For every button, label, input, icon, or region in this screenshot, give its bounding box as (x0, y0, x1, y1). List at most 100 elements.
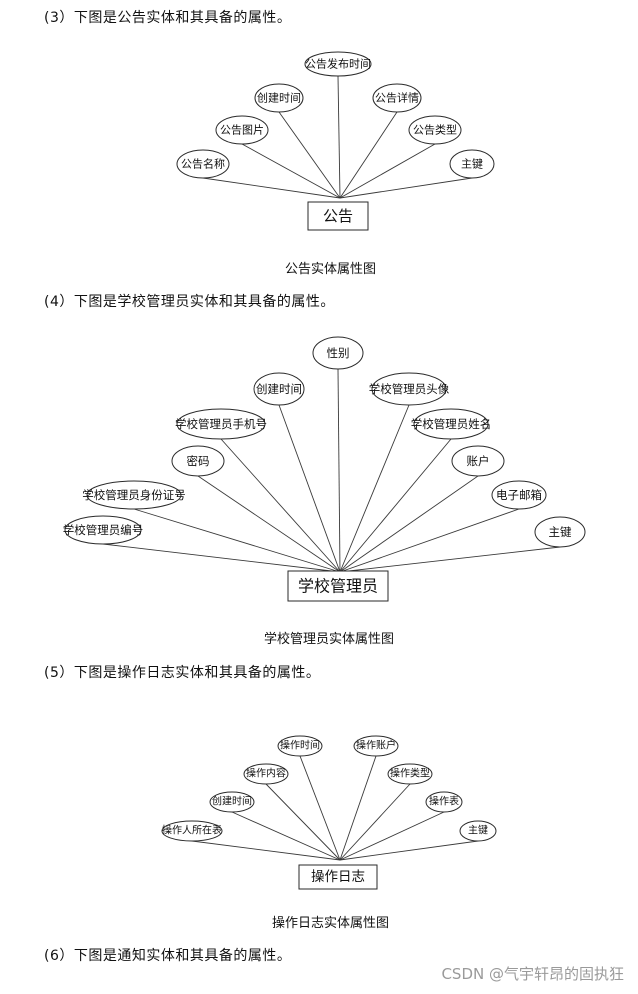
attribute-node: 学校管理员头像 (369, 372, 450, 406)
attribute-ellipse (449, 149, 495, 179)
attribute-ellipse (387, 763, 433, 785)
attribute-node: 账户 (451, 445, 505, 477)
attribute-connector (337, 368, 341, 573)
attribute-connector (339, 111, 398, 199)
attribute-connector (339, 475, 479, 573)
section-heading-5: (5）下图是操作日志实体和其具备的属性。 (44, 665, 321, 681)
attribute-label: 操作表 (429, 795, 459, 808)
attribute-label: 电子邮箱 (496, 488, 542, 502)
entity-label: 公告 (323, 207, 353, 225)
attribute-label: 公告类型 (413, 123, 457, 137)
attribute-ellipse (243, 763, 289, 785)
section-heading-4: (4）下图是学校管理员实体和其具备的属性。 (44, 294, 335, 310)
attribute-label: 操作内容 (246, 767, 286, 780)
attribute-node: 操作类型 (387, 763, 433, 785)
attribute-label: 操作类型 (390, 767, 430, 780)
attribute-ellipse (451, 445, 505, 477)
attribute-connector (339, 840, 479, 861)
entity-box (298, 864, 378, 890)
attribute-ellipse (304, 51, 372, 77)
attribute-label: 主键 (468, 824, 488, 837)
attribute-ellipse (176, 408, 266, 440)
attribute-connector (241, 143, 341, 199)
attribute-node: 电子邮箱 (491, 480, 547, 510)
attribute-connector (339, 811, 445, 861)
entity-box (307, 201, 369, 231)
attribute-node: 操作表 (425, 791, 463, 813)
attribute-connector (202, 177, 341, 199)
attribute-ellipse (277, 735, 323, 757)
diagram-caption-announcement: 公告实体属性图 (285, 262, 377, 277)
attribute-connector (339, 508, 520, 573)
attribute-connector (220, 438, 341, 573)
attribute-label: 密码 (187, 454, 210, 468)
attribute-connector (265, 783, 341, 861)
attribute-ellipse (491, 480, 547, 510)
attribute-node: 创建时间 (209, 791, 255, 813)
attribute-node: 公告类型 (408, 115, 462, 145)
attribute-ellipse (408, 115, 462, 145)
attribute-label: 学校管理员身份证号 (82, 488, 186, 502)
attribute-ellipse (371, 372, 447, 406)
attribute-ellipse (312, 336, 364, 370)
attribute-connector (191, 840, 341, 861)
attribute-ellipse (209, 791, 255, 813)
attribute-connector (339, 755, 377, 861)
attribute-connector (339, 143, 436, 199)
attribute-label: 学校管理员头像 (369, 382, 450, 396)
entity-box (287, 570, 389, 602)
attribute-label: 公告详情 (375, 91, 419, 105)
attribute-connector (337, 75, 341, 199)
attribute-node: 性别 (312, 336, 364, 370)
attribute-label: 主键 (549, 525, 572, 539)
attribute-label: 操作时间 (280, 739, 320, 752)
attribute-node: 学校管理员编号 (63, 515, 144, 545)
entity-label: 学校管理员 (298, 577, 378, 596)
attribute-label: 公告名称 (181, 157, 225, 171)
attribute-ellipse (161, 820, 223, 842)
attribute-node: 公告名称 (176, 149, 230, 179)
attribute-label: 创建时间 (256, 382, 302, 396)
attribute-node: 公告发布时间 (304, 51, 372, 77)
entity-label: 操作日志 (311, 869, 365, 885)
attribute-ellipse (171, 445, 225, 477)
attribute-connector (339, 438, 452, 573)
attribute-node: 学校管理员姓名 (411, 408, 492, 440)
attribute-label: 操作人所在表 (162, 824, 222, 837)
attribute-label: 操作账户 (356, 739, 396, 752)
attribute-node: 主键 (534, 516, 586, 548)
attribute-connector (339, 177, 473, 199)
er-diagram-school-admin: 学校管理员编号 学校管理员身份证号 密码 学校管理员手机号 创建时间性别学校管理员头像学… (63, 336, 586, 602)
attribute-connector (339, 404, 410, 573)
attribute-node: 主键 (449, 149, 495, 179)
attribute-connector (299, 755, 341, 861)
attribute-label: 主键 (461, 157, 483, 171)
csdn-watermark: CSDN @气宇轩昂的固执狂 (441, 965, 624, 983)
attribute-node: 主键 (459, 820, 497, 842)
attribute-connector (339, 546, 561, 573)
attribute-node: 创建时间 (253, 372, 305, 406)
diagram-caption-operation-log: 操作日志实体属性图 (272, 916, 390, 931)
attribute-node: 公告详情 (372, 83, 422, 113)
attribute-ellipse (353, 735, 399, 757)
attribute-label: 学校管理员手机号 (175, 417, 267, 431)
attribute-ellipse (253, 372, 305, 406)
attribute-node: 操作账户 (353, 735, 399, 757)
attribute-ellipse (254, 83, 304, 113)
attribute-connector (231, 811, 341, 861)
attribute-node: 操作内容 (243, 763, 289, 785)
attribute-label: 创建时间 (257, 91, 301, 105)
attribute-ellipse (459, 820, 497, 842)
attribute-label: 学校管理员编号 (63, 523, 144, 537)
section-heading-3: (3）下图是公告实体和其具备的属性。 (44, 10, 292, 26)
attribute-ellipse (425, 791, 463, 813)
attribute-ellipse (176, 149, 230, 179)
attribute-connector (278, 111, 341, 199)
attribute-label: 学校管理员姓名 (411, 417, 492, 431)
attribute-connector (102, 543, 341, 573)
attribute-ellipse (215, 115, 269, 145)
attribute-node: 学校管理员身份证号 (82, 480, 186, 510)
attribute-connector (339, 783, 411, 861)
